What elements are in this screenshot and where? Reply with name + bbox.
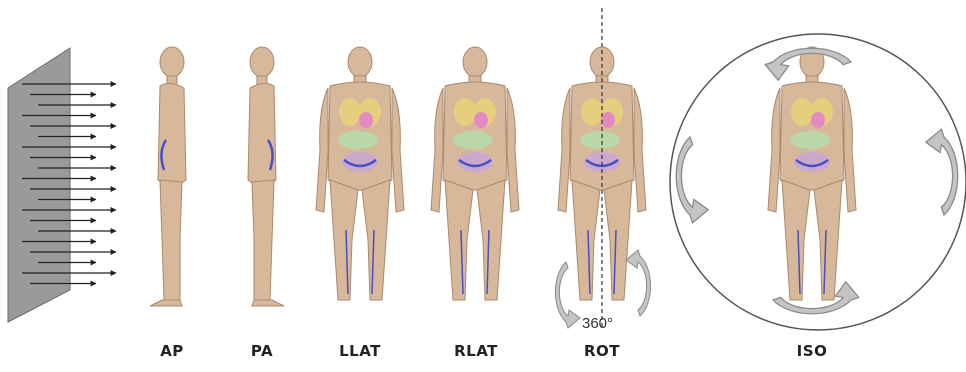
phantom-rot	[555, 8, 650, 330]
label-pa: PA	[251, 342, 273, 360]
label-rot: ROT	[584, 342, 620, 360]
phantom-rlat	[431, 47, 519, 300]
iso-arrow-left	[676, 137, 708, 223]
rotation-degree-label: 360°	[582, 315, 613, 332]
iso-arrow-right	[926, 129, 958, 215]
phantom-llat	[316, 47, 404, 300]
label-rlat: RLAT	[454, 342, 498, 360]
phantom-ap	[150, 47, 186, 306]
rotation-arrow-left	[555, 262, 580, 328]
iso-arrow-bottom	[773, 282, 859, 314]
phantom-pa	[248, 47, 284, 306]
label-llat: LLAT	[339, 342, 381, 360]
label-iso: ISO	[797, 342, 828, 360]
rotation-arrow-right	[626, 250, 651, 316]
source-plane	[8, 48, 116, 322]
phantom-iso	[670, 34, 966, 330]
label-ap: AP	[160, 342, 184, 360]
